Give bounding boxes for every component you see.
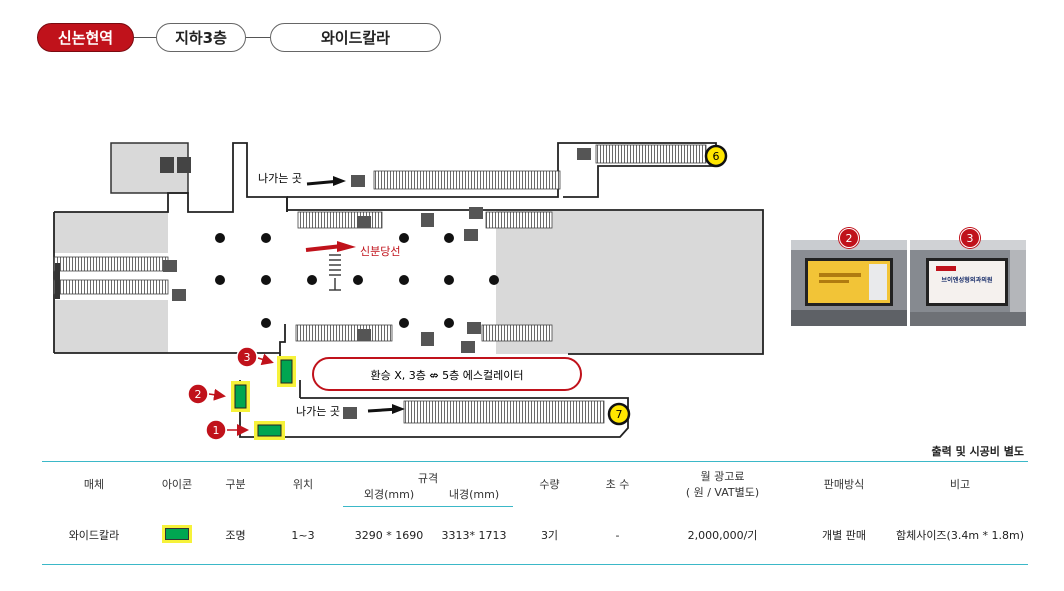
cell-outer: 3290 * 1690 [343,506,435,565]
wall-block [54,300,168,353]
cell-media: 와이드칼라 [42,506,146,565]
svg-text:1: 1 [213,424,220,437]
ad-photo-text: 브이엔성형외과의원 [941,276,993,284]
ad-photo-image [791,240,907,326]
exit-number: 7 [616,408,623,421]
wall-block [54,212,168,253]
col-inner: 내경(mm) [435,486,513,507]
col-price-label: 월 광고료 [700,470,745,484]
col-qty: 수량 [513,461,586,507]
escalator [403,400,605,424]
exit-arrow [392,404,405,414]
ad-photo-image: 브이엔성형외과의원 [910,240,1026,326]
table-row: 와이드칼라 조명 1~3 3290 * 1690 3313* 1713 3기 -… [42,506,1028,565]
exit-label: 나가는 곳 [258,172,302,185]
escalator [481,324,553,342]
cell-price: 2,000,000/기 [649,506,796,565]
transfer-note: 환승 X, 3층 ⇎ 5층 에스컬레이터 [371,369,524,382]
escalator [295,324,393,342]
cell-remark: 함체사이즈(3.4m * 1.8m) [892,506,1028,565]
ad-marker[interactable] [254,421,285,440]
station-floor-map: 나가는 곳 신분당선 나가는 곳 환승 X, 3층 ⇎ 5층 에스컬레이터 6 … [53,142,764,441]
restroom-block [110,142,189,194]
escalator [53,256,169,272]
svg-text:3: 3 [244,351,251,364]
breadcrumb-station[interactable]: 신논현역 [37,23,134,52]
cell-location: 1~3 [263,506,343,565]
photo-pin: 3 [960,228,980,248]
escalator [55,263,60,299]
exit-number: 6 [713,150,720,163]
ad-photo[interactable]: 브이엔성형외과의원 3 [910,228,1026,326]
marker-pin: 1 [205,419,249,441]
marker-pin: 3 [236,346,274,368]
escalator-icon [163,148,591,419]
col-price-sub: ( 원 / VAT별도) [685,486,760,500]
ad-marker[interactable] [231,381,250,412]
line-arrow [305,244,343,252]
exit-arrow [333,176,346,186]
marker-pin: 2 [187,383,226,405]
escalator [53,279,169,295]
line-label: 신분당선 [360,245,400,258]
col-sales: 판매방식 [796,461,892,507]
escalator [485,211,553,229]
line-arrow [337,241,356,252]
elevator-icon [421,213,434,346]
col-faces: 초 수 [586,461,649,507]
breadcrumb-connector [246,37,270,38]
pillars [215,233,499,328]
cell-inner: 3313* 1713 [435,506,513,565]
escalator [373,170,561,190]
cell-sales: 개별 판매 [796,506,892,565]
cell-category: 조명 [208,506,263,565]
cost-note: 출력 및 시공비 별도 [931,445,1024,458]
ad-marker[interactable] [277,356,296,387]
transfer-note-box [312,357,582,391]
col-remark: 비고 [892,461,1028,507]
col-price: 월 광고료 ( 원 / VAT별도) [649,461,796,507]
breadcrumb-connector [134,37,156,38]
cell-icon [146,506,208,565]
restroom-icon [160,157,191,173]
svg-text:2: 2 [195,388,202,401]
stairs-icon [329,254,341,291]
breadcrumb-media[interactable]: 와이드칼라 [270,23,441,52]
photo-pin: 2 [839,228,859,248]
exit-number-badge [704,144,728,168]
col-icon: 아이콘 [146,461,208,507]
ad-photo[interactable]: 2 [791,228,907,326]
col-location: 위치 [263,461,343,507]
breadcrumb-floor[interactable]: 지하3층 [156,23,246,52]
col-spec: 규격 [343,461,513,486]
col-outer: 외경(mm) [343,486,435,507]
col-media: 매체 [42,461,146,507]
spec-table: 매체 아이콘 구분 위치 규격 수량 초 수 월 광고료 ( 원 / VAT별도… [42,461,1028,565]
lightbox-marker-icon [162,524,192,543]
cell-qty: 3기 [513,506,586,565]
exit-label: 나가는 곳 [296,405,340,418]
escalator [595,144,707,164]
col-category: 구분 [208,461,263,507]
exit-number-badge [607,402,631,426]
cell-faces: - [586,506,649,565]
